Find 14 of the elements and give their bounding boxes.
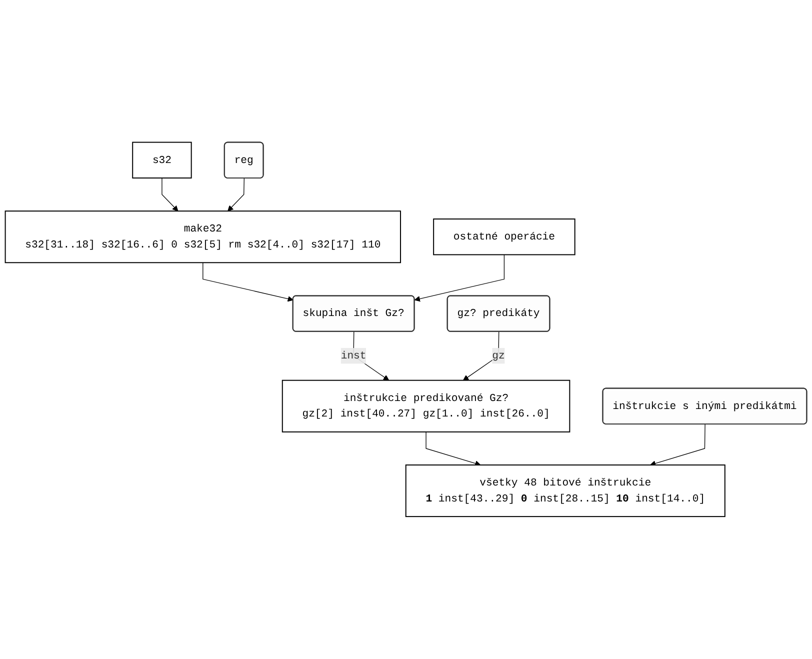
arrow [426, 432, 481, 466]
arrow [462, 331, 500, 381]
node-box: s32 [132, 142, 192, 179]
node-box: inštrukcie predikované Gz? gz[2] inst[40..27] gz[1..0] inst[26..0] [282, 380, 570, 432]
arrow [414, 254, 505, 302]
arrow [162, 178, 178, 212]
node-box: ostatné operácie [433, 218, 576, 256]
edge-label: inst [340, 350, 366, 362]
edge-label: gz [492, 350, 505, 362]
arrow [228, 178, 244, 212]
node-box: make32 s32[31..18] s32[16..6] 0 s32[5] rm s32[4..0] s32[17] 110 [4, 210, 401, 264]
arrow [650, 424, 706, 466]
node-box: všetky 48 bitové inštrukcie 1 inst[43..29] 0 inst[28..15] 10 inst[14..0] [405, 464, 726, 518]
arrow [202, 262, 294, 302]
